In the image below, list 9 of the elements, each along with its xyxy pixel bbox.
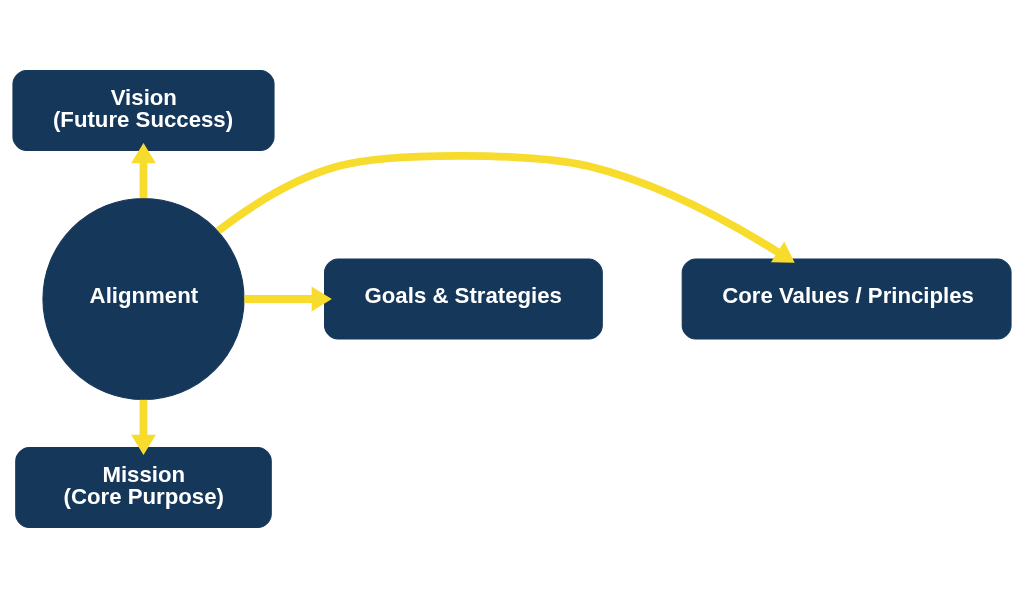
- arrow: [131, 399, 156, 456]
- node-box: Goals & Strategies: [324, 258, 603, 340]
- node-box: Vision (Future Success): [12, 69, 275, 151]
- node-box: Mission (Core Purpose): [15, 447, 272, 529]
- node-box: Core Values / Principles: [681, 258, 1012, 340]
- node-circle: Alignment: [42, 197, 245, 401]
- arrow: [215, 152, 795, 263]
- arrow: [131, 142, 156, 199]
- arrow: [244, 286, 332, 312]
